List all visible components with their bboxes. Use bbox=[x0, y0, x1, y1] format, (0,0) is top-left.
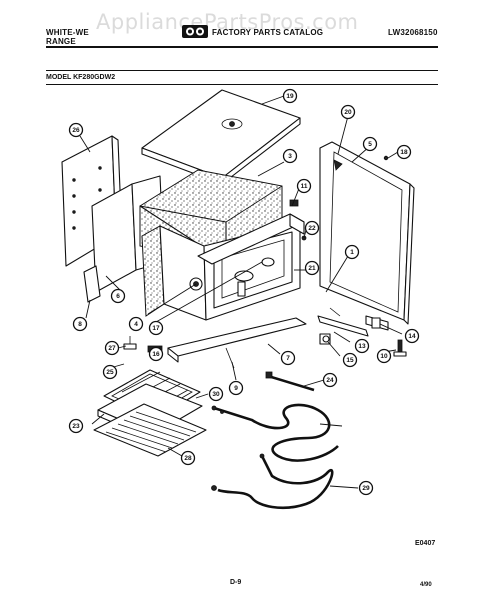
catalog-title: FACTORY PARTS CATALOG bbox=[212, 28, 324, 37]
callout-26: 26 bbox=[68, 122, 84, 138]
callout-1: 1 bbox=[344, 244, 360, 260]
callout-labels: 19 20 5 18 26 3 11 6 22 1 21 17 4 8 27 16 7 13 15 14 10 9 25 30… bbox=[68, 88, 420, 496]
callout-13: 13 bbox=[354, 338, 370, 354]
callout-27: 27 bbox=[104, 340, 120, 356]
watermark: AppliancePartsPros.com bbox=[96, 10, 359, 34]
callout-19: 19 bbox=[282, 88, 298, 104]
header-rule bbox=[46, 46, 438, 48]
callout-number: 26 bbox=[72, 127, 80, 134]
callout-3: 3 bbox=[282, 148, 298, 164]
callout-number: 19 bbox=[286, 93, 294, 100]
bake-element bbox=[211, 403, 339, 462]
callout-number: 10 bbox=[380, 353, 388, 360]
callout-18: 18 bbox=[396, 144, 412, 160]
model-number: MODEL KF280GDW2 bbox=[46, 74, 116, 81]
model-rule-bottom bbox=[46, 84, 438, 85]
front-frame bbox=[197, 199, 307, 265]
revision-date: 4/90 bbox=[420, 582, 432, 588]
callout-number: 15 bbox=[346, 357, 354, 364]
broil-element-bracket bbox=[265, 371, 315, 392]
callout-14: 14 bbox=[404, 328, 420, 344]
bottom-rail-brackets bbox=[317, 307, 389, 337]
callout-number: 21 bbox=[308, 265, 316, 272]
callout-4: 4 bbox=[128, 316, 144, 332]
callout-6: 6 bbox=[110, 288, 126, 304]
callout-5: 5 bbox=[362, 136, 378, 152]
callout-24: 24 bbox=[322, 372, 338, 388]
callout-17: 17 bbox=[148, 320, 164, 336]
callout-number: 11 bbox=[301, 183, 308, 190]
page-number: D-9 bbox=[230, 579, 242, 586]
callout-7: 7 bbox=[280, 350, 296, 366]
product-type: RANGE bbox=[46, 37, 76, 46]
callout-number: 30 bbox=[212, 391, 220, 398]
callout-8: 8 bbox=[72, 316, 88, 332]
callout-number: 1 bbox=[350, 249, 354, 256]
callout-number: 16 bbox=[152, 351, 160, 358]
callout-number: 23 bbox=[72, 423, 80, 430]
callout-number: 22 bbox=[308, 225, 316, 232]
callout-number: 25 bbox=[106, 369, 114, 376]
brand-name: WHITE-WE bbox=[46, 28, 89, 37]
callout-number: 13 bbox=[358, 343, 366, 350]
callout-number: 20 bbox=[344, 109, 352, 116]
callout-25: 25 bbox=[102, 364, 118, 380]
callout-30: 30 bbox=[208, 386, 224, 402]
callout-10: 10 bbox=[376, 348, 392, 364]
callout-number: 17 bbox=[152, 325, 160, 332]
model-rule-top bbox=[46, 70, 438, 71]
callout-number: 27 bbox=[108, 345, 116, 352]
callout-number: 18 bbox=[400, 149, 408, 156]
callout-number: 4 bbox=[134, 321, 138, 328]
callout-23: 23 bbox=[68, 418, 84, 434]
diagram-code: E0407 bbox=[415, 540, 436, 547]
callout-15: 15 bbox=[342, 352, 358, 368]
callout-number: 5 bbox=[368, 141, 372, 148]
callout-28: 28 bbox=[180, 450, 196, 466]
cooktop-panel bbox=[141, 89, 301, 185]
callout-number: 28 bbox=[184, 455, 192, 462]
brand-header: WHITE-WE RANGE bbox=[46, 28, 89, 46]
callout-number: 7 bbox=[286, 355, 290, 362]
callout-20: 20 bbox=[340, 104, 356, 120]
brand-logo-icon bbox=[182, 25, 208, 38]
callout-22: 22 bbox=[304, 220, 320, 236]
callout-number: 8 bbox=[78, 321, 82, 328]
callout-21: 21 bbox=[304, 260, 320, 276]
callout-number: 6 bbox=[116, 293, 120, 300]
callout-number: 24 bbox=[326, 377, 334, 384]
callout-11: 11 bbox=[296, 178, 312, 194]
callout-number: 29 bbox=[362, 485, 370, 492]
catalog-number: LW32068150 bbox=[388, 28, 438, 37]
small-components bbox=[319, 333, 407, 357]
bottom-frame bbox=[167, 317, 307, 369]
callout-number: 9 bbox=[234, 385, 238, 392]
callout-9: 9 bbox=[228, 380, 244, 396]
oven-rack bbox=[93, 403, 207, 457]
callout-29: 29 bbox=[358, 480, 374, 496]
callout-number: 3 bbox=[288, 153, 292, 160]
callout-16: 16 bbox=[148, 346, 164, 362]
callout-number: 14 bbox=[408, 333, 416, 340]
broil-element bbox=[211, 453, 334, 510]
back-panel bbox=[319, 141, 415, 325]
